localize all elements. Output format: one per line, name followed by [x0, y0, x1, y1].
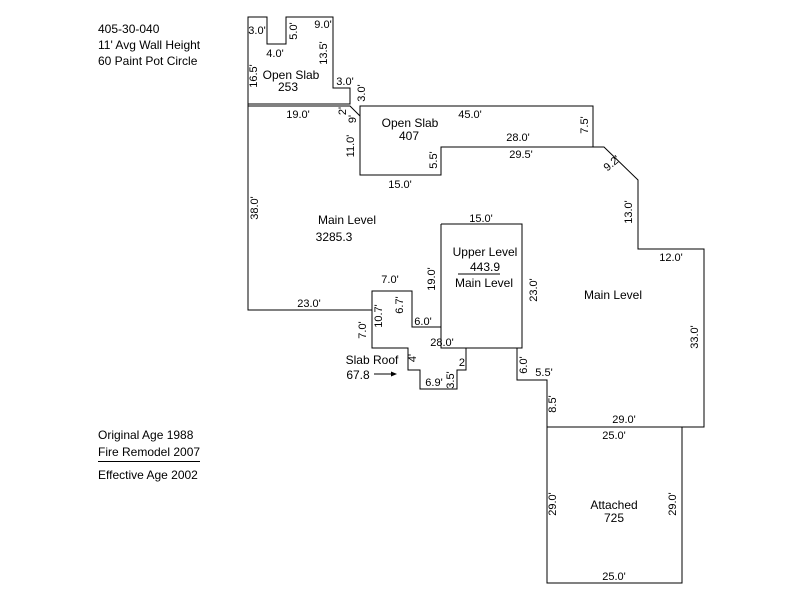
dim-label: 29.0': [547, 492, 559, 516]
dim-label: 4.0': [266, 48, 283, 60]
dim-label: 33.0': [689, 325, 701, 349]
dim-label: 25.0': [602, 430, 626, 442]
dim-label: 5.5': [428, 151, 440, 168]
slab-roof-area: 67.8: [346, 368, 370, 382]
remodel-note: Fire Remodel 2007: [98, 444, 201, 462]
dim-label: 12.0': [659, 252, 683, 264]
dim-label: 3.0': [336, 76, 353, 88]
dim-label: 6.0': [414, 316, 431, 328]
dim-label: 6.0': [518, 356, 530, 373]
upper-level-area: 443.9: [470, 260, 500, 274]
dim-label: 8.5': [547, 395, 559, 412]
dim-label: 6.7': [394, 296, 406, 313]
attached-name: Attached: [590, 498, 637, 512]
dim-label: 9.0': [314, 19, 331, 31]
dim-label: 13.5': [318, 41, 330, 65]
dim-label: 23.0': [297, 298, 321, 310]
parcel-number: 405-30-040: [98, 22, 160, 36]
property-address: 60 Paint Pot Circle: [98, 54, 198, 68]
dim-label: 6.9': [425, 377, 442, 389]
main-level-2-name: Main Level: [584, 288, 642, 302]
dim-label: 28.0': [430, 337, 454, 349]
dim-label: 7.0': [381, 274, 398, 286]
dim-label: 3.0': [248, 25, 265, 37]
dim-label: 45.0': [458, 109, 482, 121]
dim-label: 5.0': [288, 22, 300, 39]
dim-label: 19.0': [426, 267, 438, 291]
dim-label: 7.0': [357, 321, 369, 338]
building-outline: [247, 17, 705, 428]
dim-label: 38.0': [249, 196, 261, 220]
main-level-1-name: Main Level: [318, 213, 376, 227]
effective-age: Effective Age 2002: [98, 468, 198, 482]
dim-label: 29.0': [667, 492, 679, 516]
wall-height-note: 11' Avg Wall Height: [98, 38, 201, 52]
attached-area: 725: [604, 511, 624, 525]
dim-label: 9': [347, 115, 359, 123]
open-slab-1-outline: [247, 16, 351, 105]
dim-label: 15.0': [388, 179, 412, 191]
slab-roof-arrowhead: [391, 371, 397, 377]
dim-label: 19.0': [286, 109, 310, 121]
original-age: Original Age 1988: [98, 428, 194, 442]
dim-label: 11.0': [345, 135, 357, 158]
dim-label: 2': [337, 107, 349, 115]
dim-label: 15.0': [469, 213, 493, 225]
open-slab-1-name: Open Slab: [263, 68, 320, 82]
dim-label: 25.0': [602, 571, 626, 583]
attached-outline: [546, 427, 683, 584]
dim-label: 28.0': [506, 132, 530, 144]
dim-label: 4': [407, 354, 419, 362]
dim-label: 16.5': [248, 64, 260, 88]
dim-label: 29.0': [612, 414, 636, 426]
slab-roof-name: Slab Roof: [346, 353, 399, 367]
dim-label: 13.0': [623, 200, 635, 224]
main-level-1-area: 3285.3: [316, 230, 353, 244]
upper-level-sub: Main Level: [455, 276, 513, 290]
open-slab-2-area: 407: [399, 129, 419, 143]
dim-label: 7.5': [579, 116, 591, 133]
open-slab-2-divider: [248, 105, 361, 117]
dim-label: 3.0': [356, 84, 368, 101]
open-slab-1-area: 253: [278, 80, 298, 94]
dim-label: 3.5': [445, 371, 457, 388]
upper-level-name: Upper Level: [453, 245, 518, 259]
dim-label: 9.2': [602, 154, 623, 174]
dim-label: 29.5': [509, 149, 533, 161]
dim-label: 10.7': [373, 304, 385, 328]
dim-label: 5.5': [535, 367, 552, 379]
dim-label: 2': [459, 357, 467, 369]
open-slab-2-name: Open Slab: [382, 116, 439, 130]
dim-label: 23.0': [528, 278, 540, 302]
